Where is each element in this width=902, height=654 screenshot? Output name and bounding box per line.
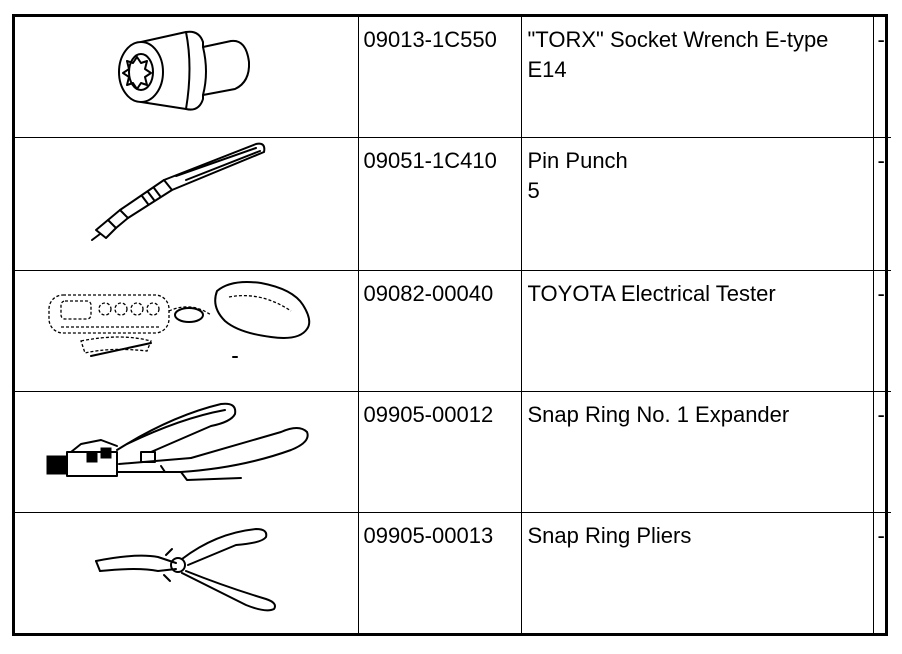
tool-name-line1: Snap Ring No. 1 Expander — [527, 401, 790, 427]
tool-name: Pin Punch 5 — [520, 136, 874, 271]
tool-name: "TORX" Socket Wrench E-type E14 — [520, 17, 874, 138]
part-number: 09905-00013 — [357, 512, 522, 633]
tool-name: Snap Ring Pliers — [520, 512, 874, 633]
table-row: 09082-00040 TOYOTA Electrical Tester - — [15, 269, 891, 392]
snap-ring-expander-icon — [46, 402, 309, 481]
tool-note: - — [872, 390, 891, 514]
tool-name: TOYOTA Electrical Tester — [520, 269, 874, 392]
part-number: 09051-1C410 — [357, 136, 522, 271]
tool-note: - — [872, 17, 891, 138]
tool-name-line2: E14 — [527, 57, 567, 82]
tool-name-line1: "TORX" Socket Wrench E-type — [527, 27, 829, 52]
part-number: 09082-00040 — [357, 269, 522, 392]
tool-table-frame: 09013-1C550 "TORX" Socket Wrench E-type … — [12, 14, 891, 636]
tool-illustration-cell — [15, 136, 359, 271]
part-number: 09905-00012 — [357, 390, 522, 514]
tool-illustration-cell — [15, 17, 359, 138]
table-row: 09905-00013 Snap Ring Pliers - — [15, 512, 891, 633]
tool-name-line1: Pin Punch — [527, 147, 628, 173]
electrical-tester-icon — [48, 280, 311, 358]
tool-note: - — [872, 512, 891, 633]
snap-ring-pliers-icon — [95, 528, 277, 612]
table-row: 09013-1C550 "TORX" Socket Wrench E-type … — [15, 17, 891, 138]
tool-name-line1: Snap Ring Pliers — [527, 523, 692, 549]
tool-illustration-cell — [15, 269, 359, 392]
tool-name: Snap Ring No. 1 Expander — [520, 390, 874, 514]
tool-name-line2: 5 — [527, 177, 540, 203]
table-row: 09051-1C410 Pin Punch 5 - — [15, 136, 891, 271]
tool-name-line1: TOYOTA Electrical Tester — [527, 280, 776, 306]
tool-note: - — [872, 136, 891, 271]
tool-illustration-cell — [15, 390, 359, 514]
part-number: 09013-1C550 — [357, 17, 522, 138]
tool-note: - — [872, 269, 891, 392]
pin-punch-icon — [91, 142, 266, 241]
torx-socket-icon — [118, 30, 251, 111]
table-row: 09905-00012 Snap Ring No. 1 Expander - — [15, 390, 891, 514]
tool-illustration-cell — [15, 512, 359, 633]
special-service-tools-table: 09013-1C550 "TORX" Socket Wrench E-type … — [15, 17, 891, 633]
